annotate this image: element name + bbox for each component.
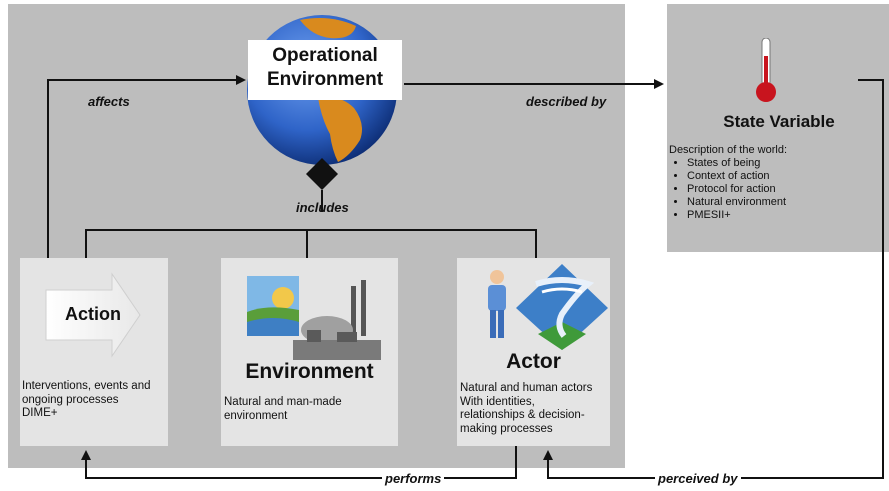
- described-by-label: described by: [526, 94, 607, 109]
- performs-arrow: [81, 446, 517, 479]
- list-item: Natural environment: [687, 196, 889, 209]
- tornado-icon: [516, 264, 608, 350]
- environment-title: Environment: [245, 360, 374, 383]
- diamond-icon: [306, 158, 338, 190]
- includes-label: includes: [296, 200, 349, 215]
- thermometer-icon: [756, 38, 776, 102]
- actor-title: Actor: [506, 350, 561, 373]
- action-description: Interventions, events and ongoing proces…: [22, 380, 151, 419]
- perceived-by-label: perceived by: [655, 471, 741, 486]
- actor-description: Natural and human actors With identities…: [460, 382, 593, 435]
- list-item: States of being: [687, 157, 889, 170]
- state-variable-title: State Variable: [723, 112, 835, 131]
- arrow-icon: [45, 272, 141, 358]
- operational-environment-title: Operational Environment: [266, 45, 384, 90]
- environment-description: Natural and man-made environment: [224, 396, 342, 422]
- affects-arrow: [47, 75, 246, 258]
- affects-label: affects: [88, 94, 130, 109]
- power-plant-icon: [247, 276, 381, 360]
- list-item: Context of action: [687, 170, 889, 183]
- person-icon: [488, 270, 506, 338]
- state-variable-intro: Description of the world:: [669, 144, 787, 156]
- performs-label: performs: [382, 471, 445, 486]
- state-variable-list: States of being Context of action Protoc…: [669, 157, 889, 222]
- list-item: Protocol for action: [687, 183, 889, 196]
- action-title: Action: [65, 304, 121, 324]
- perceived-by-arrow: [543, 79, 884, 479]
- list-item: PMESII+: [687, 209, 889, 222]
- title-box: [248, 40, 402, 100]
- state-variable-panel: [667, 4, 889, 252]
- action-card: [20, 258, 168, 446]
